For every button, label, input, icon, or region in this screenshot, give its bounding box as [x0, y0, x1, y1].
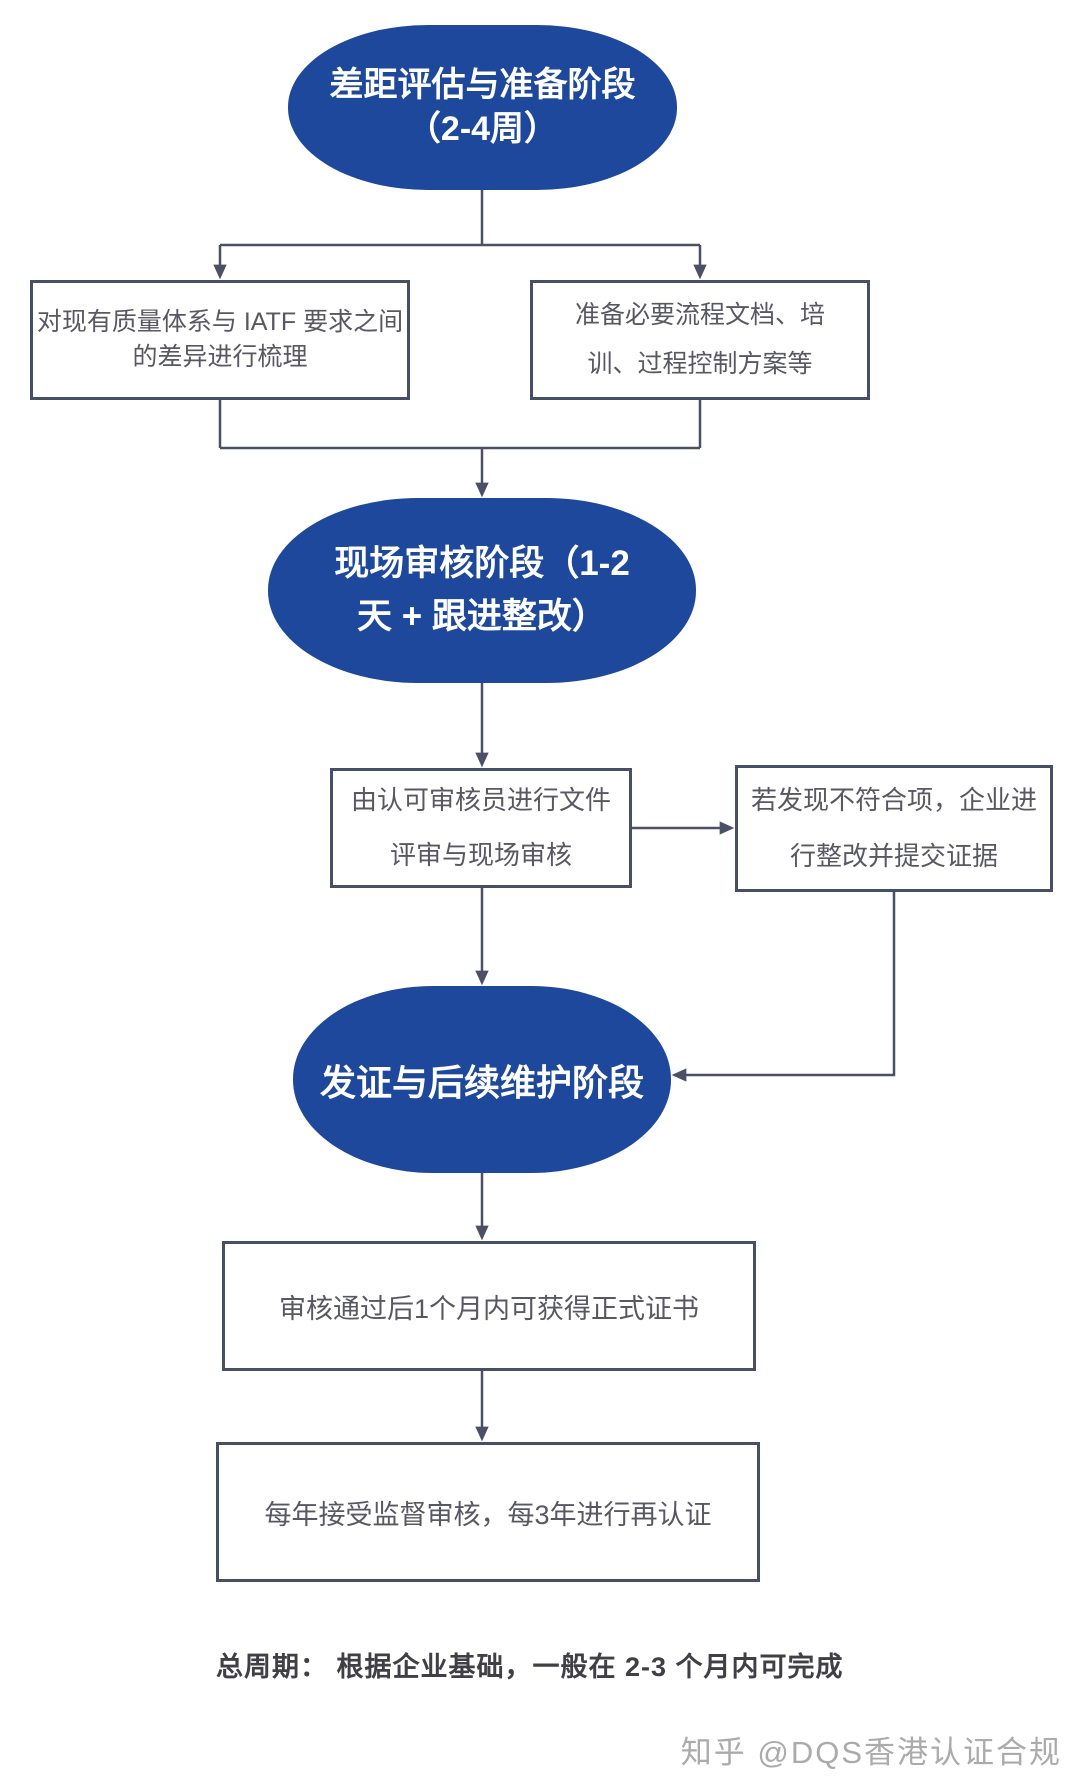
surveillance-text: 每年接受监督审核，每3年进行再认证 — [264, 1499, 712, 1530]
zhihu-watermark: 知乎 @DQS香港认证合规 — [680, 1735, 1062, 1770]
audit-review-line1: 由认可审核员进行文件 — [350, 785, 611, 816]
gap-analysis-box: 对现有质量体系与 IATF 要求之间 的差异进行梳理 — [30, 280, 410, 400]
total-cycle-note: 总周期： 根据企业基础，一般在 2-3 个月内可完成 — [216, 1652, 844, 1682]
nonconformity-line1: 若发现不符合项，企业进 — [750, 784, 1037, 815]
stage2-title-line2: 天 + 跟进整改） — [357, 596, 607, 636]
gap-analysis-line2: 的差异进行梳理 — [132, 343, 308, 371]
stage2-title-line1: 现场审核阶段（1-2 — [334, 544, 630, 583]
certificate-text: 审核通过后1个月内可获得正式证书 — [278, 1293, 699, 1324]
elbow-nc-to-stage3 — [671, 892, 896, 1082]
surveillance-box: 每年接受监督审核，每3年进行再认证 — [216, 1442, 760, 1582]
stage2-node: 现场审核阶段（1-2 天 + 跟进整改） — [268, 498, 696, 683]
nonconformity-line2: 行整改并提交证据 — [789, 840, 998, 871]
stage1-node: 差距评估与准备阶段 （2-4周） — [288, 25, 677, 190]
preparation-line2: 训、过程控制方案等 — [587, 350, 813, 378]
preparation-line1: 准备必要流程文档、培 — [574, 301, 825, 330]
gap-analysis-line1: 对现有质量体系与 IATF 要求之间 — [36, 308, 404, 336]
certificate-box: 审核通过后1个月内可获得正式证书 — [222, 1241, 756, 1371]
stage3-title: 发证与后续维护阶段 — [319, 1061, 644, 1103]
audit-review-line2: 评审与现场审核 — [389, 840, 572, 870]
audit-review-box: 由认可审核员进行文件 评审与现场审核 — [330, 768, 632, 888]
stage1-title-line1: 差距评估与准备阶段 — [329, 65, 636, 104]
preparation-box: 准备必要流程文档、培 训、过程控制方案等 — [530, 280, 870, 400]
nonconformity-box: 若发现不符合项，企业进 行整改并提交证据 — [735, 765, 1053, 892]
stage1-title-line2: （2-4周） — [406, 109, 559, 148]
stage3-node: 发证与后续维护阶段 — [293, 986, 671, 1173]
